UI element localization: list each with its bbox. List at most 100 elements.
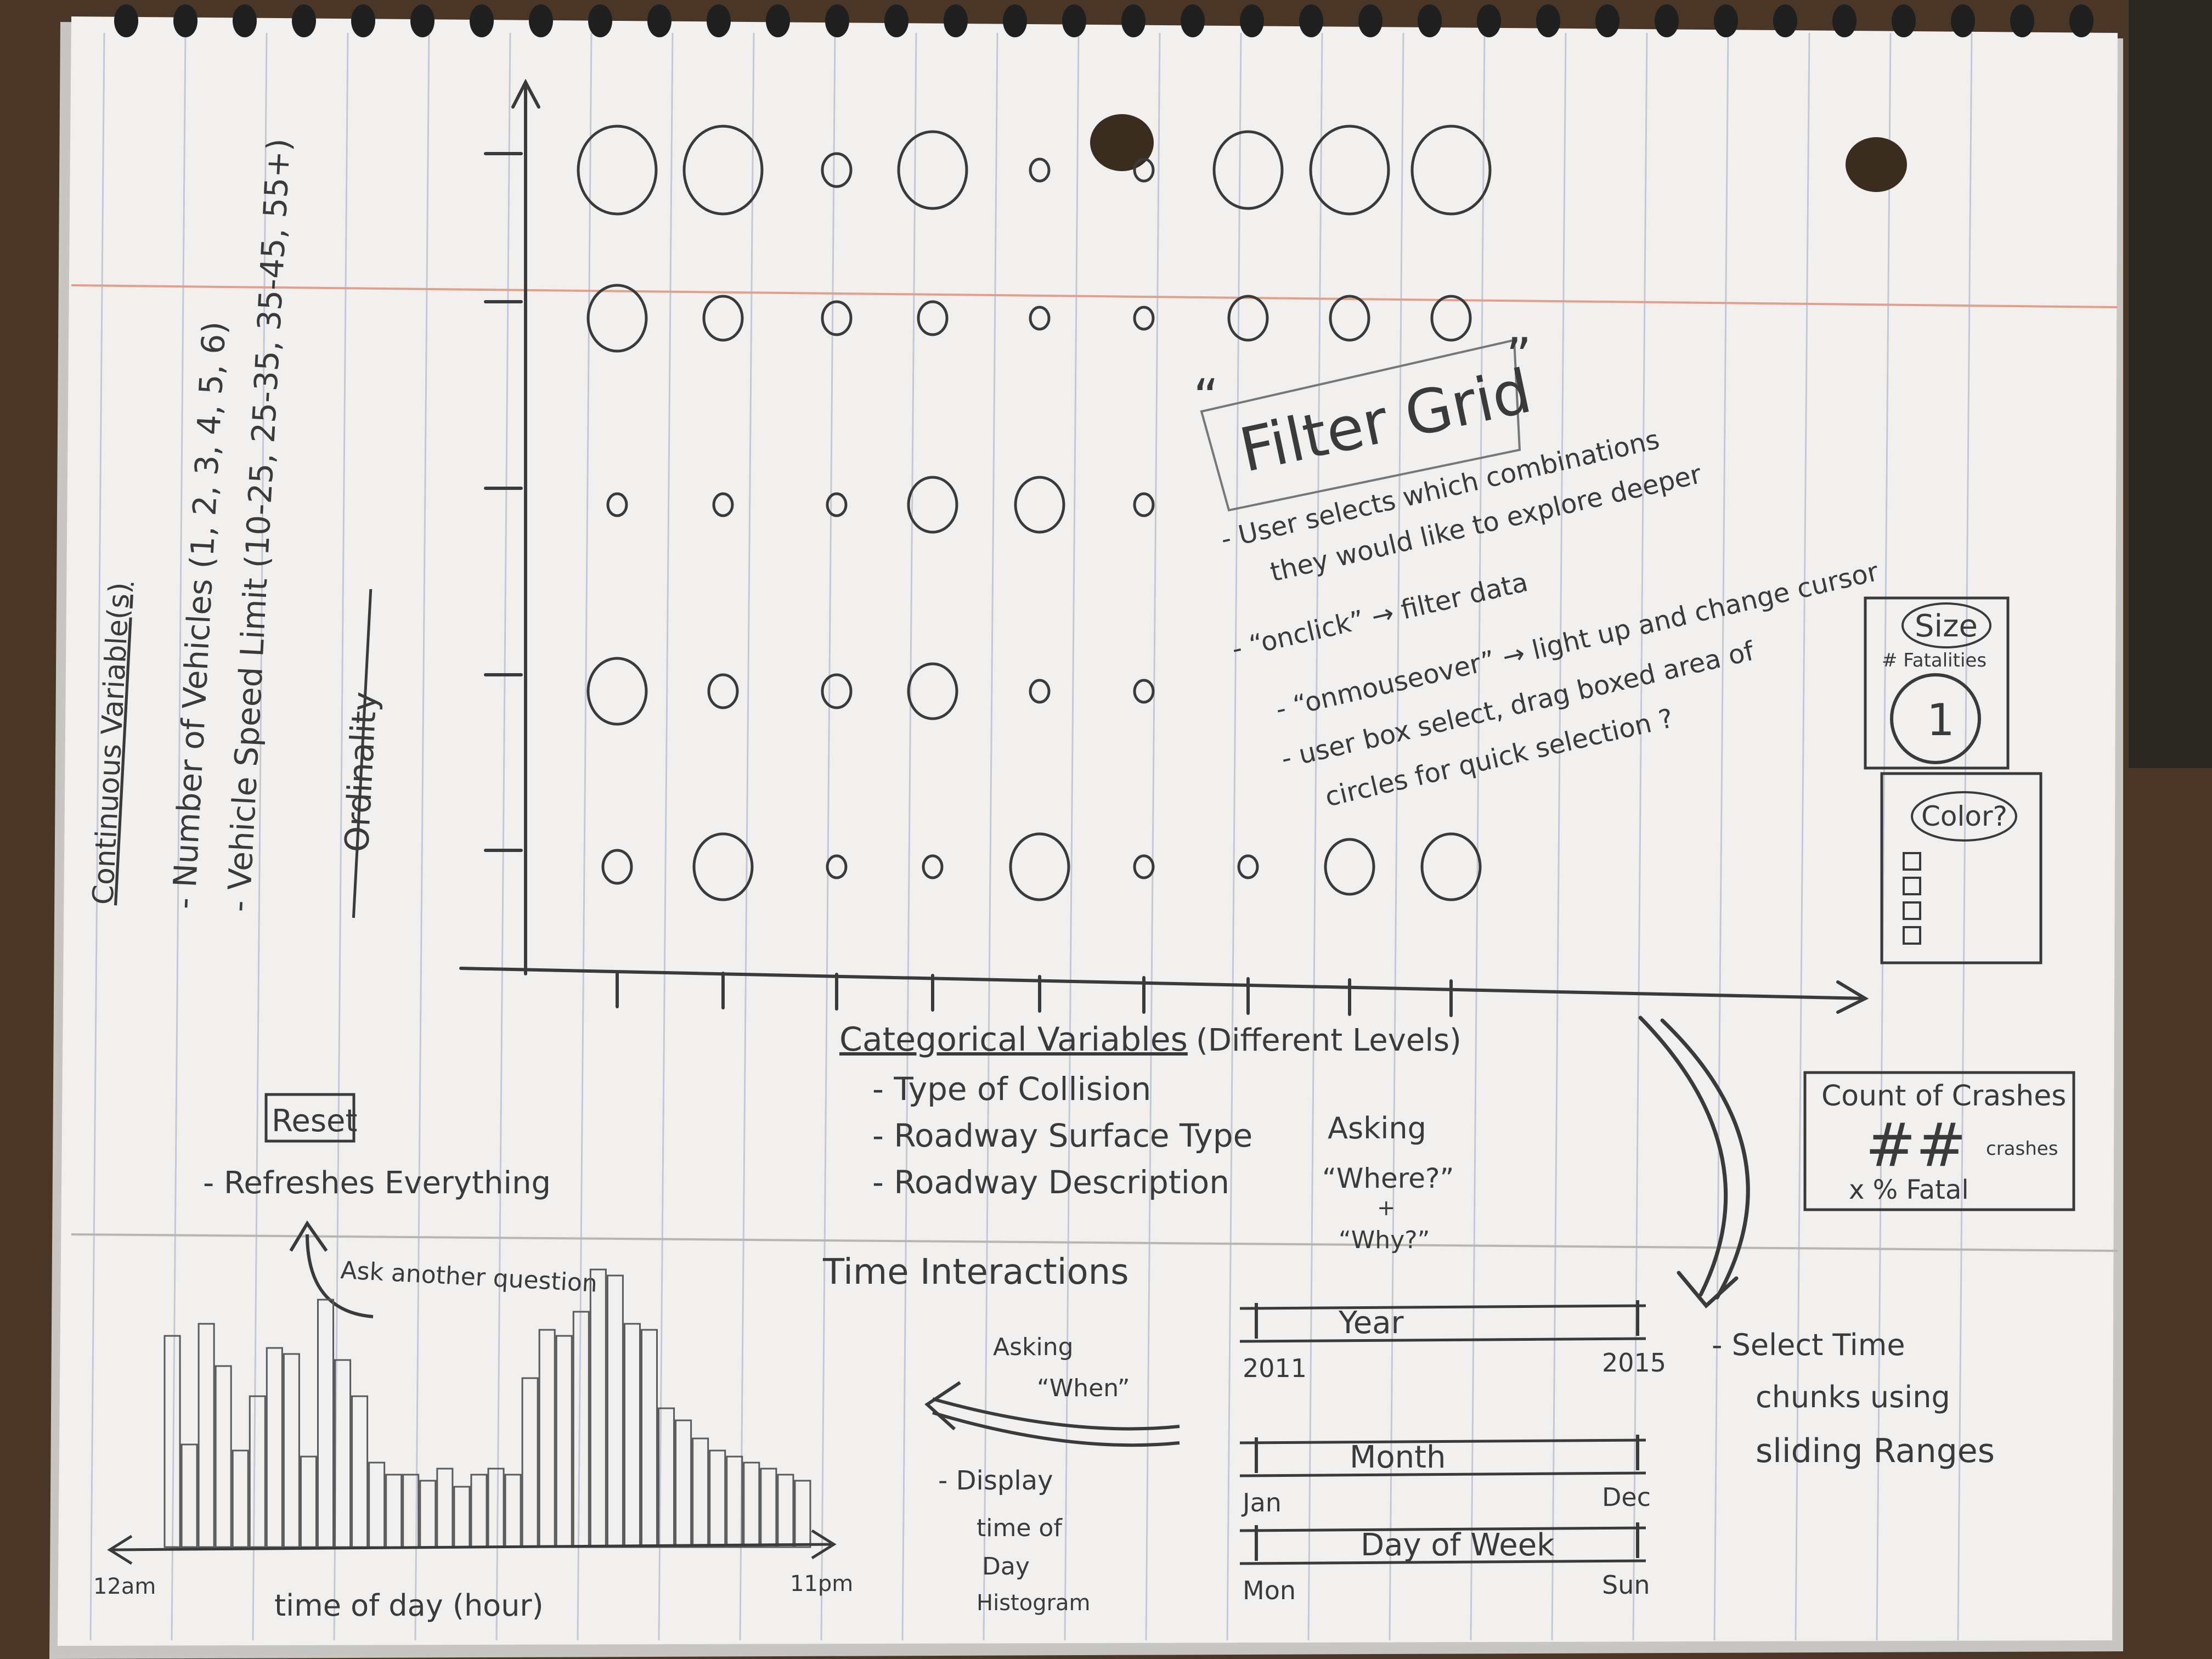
size-legend-title: Size xyxy=(1915,608,1978,644)
filter-grid-circle[interactable] xyxy=(1212,130,1284,210)
ruled-line xyxy=(1226,32,1242,1641)
spiral-ring xyxy=(292,4,316,37)
reset-button[interactable] xyxy=(264,1093,356,1143)
filter-grid-circle[interactable] xyxy=(692,832,754,901)
histogram-bar[interactable] xyxy=(249,1395,266,1548)
filter-grid-circle[interactable] xyxy=(1133,492,1155,517)
filter-grid-circle[interactable] xyxy=(917,300,949,336)
ruled-line xyxy=(1389,32,1404,1641)
slider-start-label: Mon xyxy=(1243,1576,1296,1605)
filter-grid-circle[interactable] xyxy=(682,125,764,216)
spiral-ring xyxy=(1477,4,1501,37)
histogram-end-label: 11pm xyxy=(790,1571,853,1596)
filter-grid-circle[interactable] xyxy=(826,492,848,517)
filter-grid-circle[interactable] xyxy=(897,130,968,210)
spiral-ring xyxy=(1773,4,1797,37)
filter-grid-circle[interactable] xyxy=(1237,854,1259,879)
filter-grid-circle[interactable] xyxy=(601,849,633,885)
filter-grid-circle[interactable] xyxy=(1133,679,1155,704)
filter-grid-circle[interactable] xyxy=(1410,125,1492,216)
filter-grid-circle[interactable] xyxy=(1029,157,1051,183)
count-box-title: Count of Crashes xyxy=(1821,1080,2066,1113)
filter-grid-circle[interactable] xyxy=(1420,832,1482,901)
histogram-bar[interactable] xyxy=(794,1480,811,1548)
filter-grid-circle[interactable] xyxy=(1009,832,1070,901)
filter-grid-circle[interactable] xyxy=(707,673,739,709)
color-checkbox[interactable] xyxy=(1903,901,1921,920)
ruled-line xyxy=(89,32,105,1641)
filter-grid-circle[interactable] xyxy=(1029,306,1051,331)
color-checkbox-list[interactable] xyxy=(1903,852,1921,945)
filter-grid-circle[interactable] xyxy=(577,125,658,216)
filter-grid-circle[interactable] xyxy=(826,854,848,879)
color-checkbox[interactable] xyxy=(1903,852,1921,871)
filter-grid-circle[interactable] xyxy=(1133,854,1155,879)
histogram-bar[interactable] xyxy=(198,1323,215,1548)
filter-grid-circles[interactable] xyxy=(577,125,1492,901)
filter-grid-circle[interactable] xyxy=(907,662,958,720)
filter-grid-circle[interactable] xyxy=(821,673,853,709)
spiral-ring xyxy=(1299,4,1323,37)
count-box: Count of Crashes ## crashes x % Fatal xyxy=(1803,1071,2075,1211)
spiral-ring xyxy=(1062,4,1086,37)
filter-grid-circle[interactable] xyxy=(1014,476,1065,534)
histogram-bar[interactable] xyxy=(266,1347,283,1548)
filter-grid-circle[interactable] xyxy=(1029,679,1051,704)
slider-start-label: 2011 xyxy=(1243,1353,1307,1383)
filter-grid-circle[interactable] xyxy=(1329,295,1370,342)
histogram-bar[interactable] xyxy=(675,1419,692,1548)
filter-grid-circle[interactable] xyxy=(1309,125,1390,216)
filter-grid-circle[interactable] xyxy=(907,476,958,534)
histogram-bar[interactable] xyxy=(180,1443,198,1548)
filter-grid-circle[interactable] xyxy=(1227,295,1269,342)
filter-grid-circle[interactable] xyxy=(1133,157,1155,183)
color-checkbox[interactable] xyxy=(1903,877,1921,895)
color-legend-title: Color? xyxy=(1921,800,2007,832)
spiral-ring xyxy=(707,4,731,37)
histogram-axis xyxy=(107,1529,837,1565)
spiral-ring xyxy=(233,4,257,37)
spiral-ring xyxy=(1240,4,1264,37)
filter-grid-circle[interactable] xyxy=(1430,295,1472,342)
size-legend: Size # Fatalities 1 xyxy=(1864,596,2010,770)
categorical-item-collision: - Type of Collision xyxy=(872,1070,1151,1108)
filter-grid-circle[interactable] xyxy=(712,492,734,517)
ruled-line xyxy=(1713,32,1729,1641)
filter-grid-circle[interactable] xyxy=(606,492,628,517)
histogram-bar[interactable] xyxy=(743,1462,760,1548)
fold-line xyxy=(71,1233,2118,1252)
histogram-bar[interactable] xyxy=(709,1449,726,1548)
filter-grid-circle[interactable] xyxy=(702,295,744,342)
histogram-bar[interactable] xyxy=(760,1468,777,1548)
histogram-bar[interactable] xyxy=(163,1335,181,1548)
categorical-asking: Asking xyxy=(1328,1111,1426,1146)
color-checkbox[interactable] xyxy=(1903,926,1921,945)
filter-grid-circle[interactable] xyxy=(922,854,944,879)
histogram-bar[interactable] xyxy=(658,1407,675,1548)
histogram-bar[interactable] xyxy=(692,1437,709,1548)
filter-grid-circle[interactable] xyxy=(821,300,853,336)
spiral-ring xyxy=(1832,4,1857,37)
filter-grid-circle[interactable] xyxy=(586,657,648,726)
histogram-bar[interactable] xyxy=(232,1449,249,1548)
histogram-bar[interactable] xyxy=(283,1353,300,1548)
spiral-ring xyxy=(2069,4,2094,37)
filter-grid-circle[interactable] xyxy=(821,152,853,188)
filter-grid-circle[interactable] xyxy=(1324,838,1375,896)
slider-track-top xyxy=(1239,1438,1646,1444)
histogram-bar[interactable] xyxy=(777,1474,794,1548)
histogram-bar[interactable] xyxy=(215,1365,232,1548)
filter-grid-circle[interactable] xyxy=(1133,306,1155,331)
spiral-ring xyxy=(1892,4,1916,37)
when-asking: Asking xyxy=(993,1333,1074,1361)
ruled-line xyxy=(739,32,755,1641)
histogram-bar[interactable] xyxy=(726,1455,743,1548)
filter-grid-open-quote: “ xyxy=(1193,369,1219,426)
filter-grid-circle[interactable] xyxy=(586,284,648,353)
spiral-ring xyxy=(825,4,849,37)
